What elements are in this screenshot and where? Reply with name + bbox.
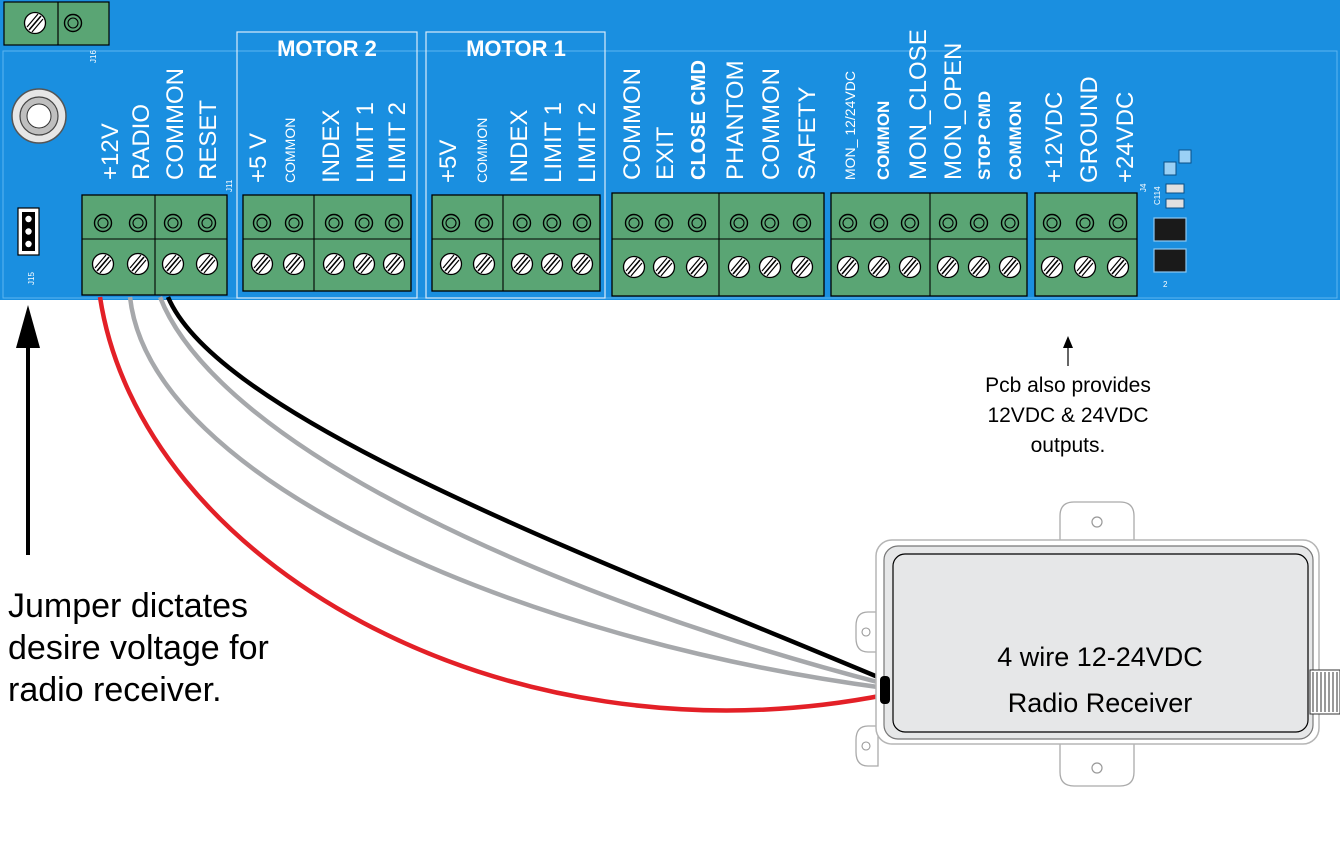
label-m2-5v: +5 V [245,133,272,183]
labels-left: +12V RADIO COMMON RESET J11 [97,68,234,192]
label-m1-limit1: LIMIT 1 [540,102,567,183]
label-m1-index: INDEX [506,110,533,183]
label-m2-index: INDEX [318,110,345,183]
label-m2-limit1: LIMIT 1 [352,102,379,183]
j15-jumper: J15 [17,207,40,285]
motor2-title: MOTOR 2 [277,36,377,61]
label-mon-close: MON_CLOSE [905,29,932,180]
label-mon-common2: COMMON [1006,101,1025,180]
labels-power: +12VDC GROUND +24VDC J4 [1041,76,1148,192]
jumper-note-line3: radio receiver. [8,671,222,709]
j11-label: J11 [225,179,234,192]
pcb-note-line3: outputs. [1031,434,1106,457]
wire-black [165,296,886,683]
label-12vdc: +12VDC [1041,92,1068,183]
label-m1-limit2: LIMIT 2 [574,102,601,183]
wire-gray-inner [157,296,886,687]
smd-components: C114 2 [1153,149,1192,289]
wire-red [97,296,886,713]
label-stop-cmd: STOP CMD [975,91,994,180]
label-12v: +12V [97,123,124,180]
labels-monitor: MON_ 12/24VDC COMMON MON_CLOSE MON_OPEN … [842,29,1025,180]
label-exit: EXIT [652,126,679,180]
j4-label: J4 [1139,183,1148,192]
labels-motor2: +5 V COMMON INDEX LIMIT 1 LIMIT 2 [245,102,411,183]
pcb-note-line1: Pcb also provides [985,374,1151,397]
motor2-box [236,31,418,299]
num-2-label: 2 [1163,280,1168,289]
mounting-hole [11,88,67,144]
label-m1-5v: +5V [435,140,462,183]
label-phantom: PHANTOM [722,60,749,180]
receiver-label-line1: 4 wire 12-24VDC [997,642,1203,672]
j16-connector: J16 [3,1,110,63]
j15-label: J15 [27,272,36,285]
antenna-connector [1309,669,1340,715]
jumper-note-line1: Jumper dictates [8,587,248,625]
c114-label: C114 [1153,186,1162,205]
label-m2-common: COMMON [282,118,298,183]
label-mid-common2: COMMON [758,68,785,180]
label-radio: RADIO [128,104,155,180]
label-mid-common: COMMON [619,68,646,180]
label-mon-common: COMMON [874,101,893,180]
pcb-arrow [1063,336,1073,366]
label-m2-limit2: LIMIT 2 [384,102,411,183]
receiver-label-line2: Radio Receiver [1008,688,1193,718]
wire-entry [880,676,890,704]
label-close-cmd: CLOSE CMD [688,60,710,180]
labels-motor1: +5V COMMON INDEX LIMIT 1 LIMIT 2 [435,102,601,183]
receiver-wires [97,296,886,713]
label-mon-1224: MON_ 12/24VDC [842,71,858,180]
label-m1-common: COMMON [474,118,490,183]
wire-gray-outer [127,296,886,691]
jumper-note-line2: desire voltage for [8,629,269,667]
labels-middle: COMMON EXIT CLOSE CMD PHANTOM COMMON SAF… [619,60,821,180]
label-mon-open: MON_OPEN [940,43,967,180]
radio-receiver: 4 wire 12-24VDC Radio Receiver [855,501,1340,787]
label-common: COMMON [162,68,189,180]
label-ground: GROUND [1076,76,1103,183]
j16-label: J16 [89,50,98,63]
motor1-box [425,31,606,299]
jumper-arrow [16,305,40,555]
motor1-title: MOTOR 1 [466,36,566,61]
terminal-blocks [81,192,1138,297]
label-24vdc: +24VDC [1112,92,1139,183]
pcb-note-line2: 12VDC & 24VDC [987,404,1148,427]
label-safety: SAFETY [794,87,821,180]
label-reset: RESET [195,100,222,180]
